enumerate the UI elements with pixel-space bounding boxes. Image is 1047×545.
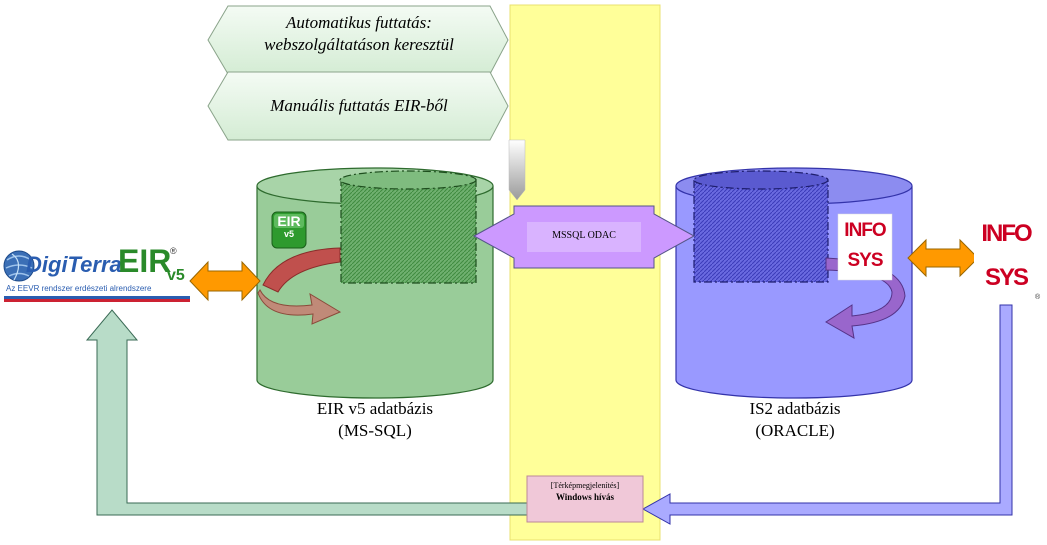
eir-small-logo-version: v5 <box>283 229 294 239</box>
is2-database-name: IS2 adatbázis <box>749 399 841 418</box>
hexagon-automatic-line-1: Automatikus futtatás: <box>286 13 432 32</box>
mssql-odac-connector <box>472 205 696 269</box>
is2-database-cylinder <box>675 167 913 399</box>
is2-database-type: (ORACLE) <box>755 421 835 440</box>
eir-database-type: (MS-SQL) <box>338 421 412 440</box>
infosys-big-logo-text: INFO SYS <box>974 212 1038 300</box>
orange-double-arrow-left <box>189 260 261 302</box>
eir-small-logo-text: EIR v5 <box>272 213 306 239</box>
infosys-big-logo <box>974 212 1038 304</box>
eir-database-name: EIR v5 adatbázis <box>316 399 434 418</box>
eir-v5-small-logo <box>271 211 307 249</box>
hexagon-automatic-line-2: webszolgáltatáson keresztül <box>264 35 454 54</box>
windows-call-text: Windows hívás <box>555 492 615 502</box>
map-display-label: [Térképmegjelenítés] <box>550 481 620 490</box>
orange-double-arrow-right <box>907 238 979 278</box>
infosys-big-bottom: SYS <box>984 264 1029 291</box>
hexagon-manual-run <box>207 71 509 141</box>
infosys-small-bottom: SYS <box>847 250 883 271</box>
digiterra-tagline: Az EEVR rendszer erdészeti alrendszere <box>6 284 152 293</box>
infosys-big-top: INFO <box>981 220 1032 247</box>
gray-down-arrow <box>508 139 526 201</box>
eir-database-label: EIR v5 adatbázis (MS-SQL) <box>290 398 460 442</box>
windows-call-label: [Térképmegjelenítés] Windows hívás <box>527 480 643 504</box>
eir-database-cylinder <box>256 167 494 399</box>
infosys-small-logo-text: INFO SYS <box>838 216 892 276</box>
hexagon-manual-run-label: Manuális futtatás EIR-ből <box>228 95 490 117</box>
eir-wordmark: EIR <box>118 243 172 279</box>
infosys-small-top: INFO <box>844 220 886 241</box>
eir-small-logo-word: EIR <box>277 213 301 229</box>
infosys-registered-mark: ® <box>1035 294 1041 301</box>
windows-call-box <box>526 475 644 523</box>
digiterra-wordmark: DigiTerra <box>26 252 122 277</box>
hexagon-manual-line-1: Manuális futtatás EIR-ből <box>270 96 448 115</box>
highlight-column <box>509 4 661 541</box>
eir-version-mark: v5 <box>167 267 185 284</box>
is2-database-label: IS2 adatbázis (ORACLE) <box>710 398 880 442</box>
blue-return-arrow <box>641 304 1013 525</box>
hexagon-automatic-run-label: Automatikus futtatás: webszolgáltatáson … <box>228 12 490 56</box>
eir-registered-mark: ® <box>170 246 177 256</box>
infosys-small-logo <box>837 213 893 281</box>
digiterra-eir-logo <box>3 250 190 302</box>
green-return-arrow <box>85 309 528 516</box>
mssql-odac-label: MSSQL ODAC <box>552 230 616 241</box>
